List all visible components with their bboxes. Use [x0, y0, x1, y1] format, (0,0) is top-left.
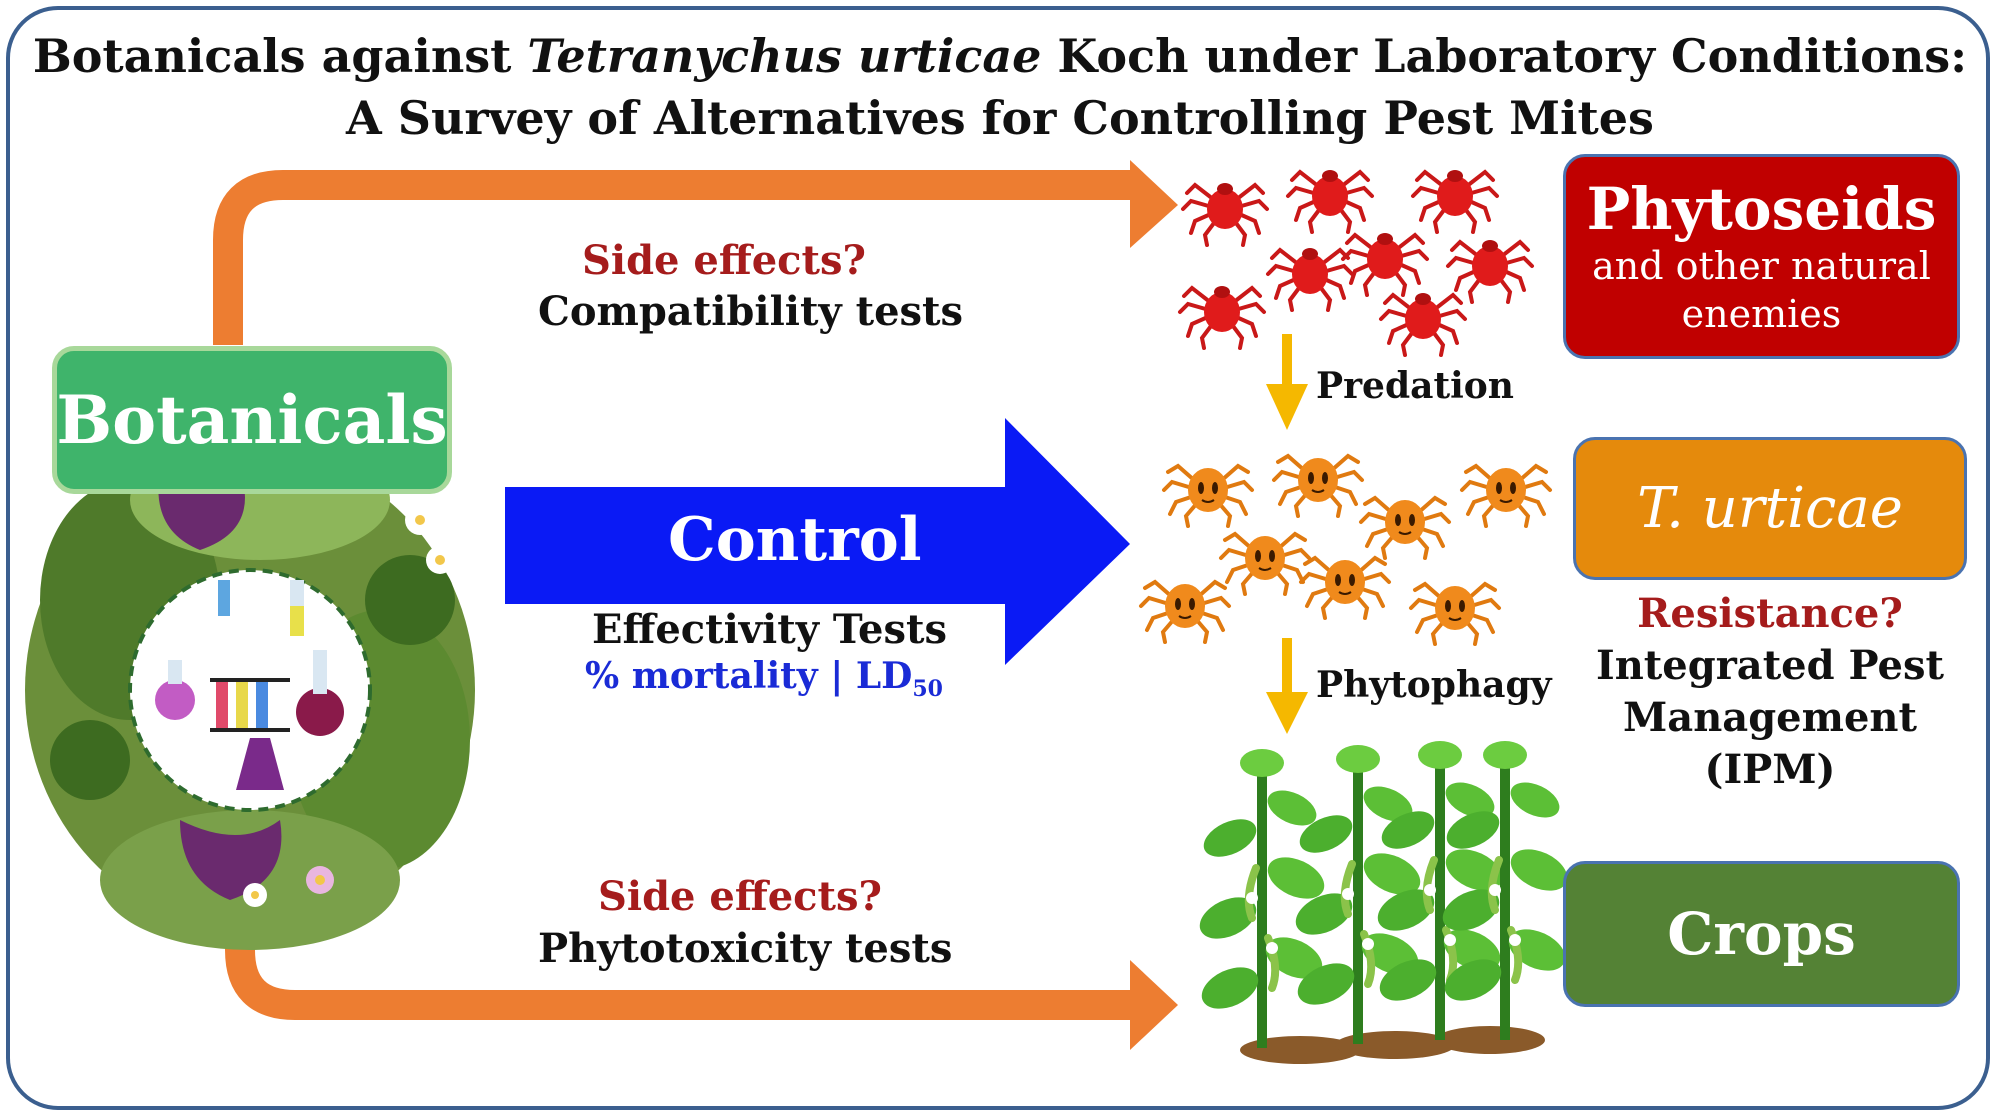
bottom-orange-arrowhead [1130, 960, 1178, 1050]
control-label: Control [668, 505, 922, 575]
ipm-line-2: Management [1623, 694, 1917, 741]
top-side-effects-question: Side effects? [582, 237, 866, 284]
t-urticae-box: T. urticae [1573, 437, 1967, 580]
spider-mites-illustration [1139, 454, 1552, 646]
t-urticae-title: T. urticae [1637, 476, 1903, 541]
control-blue-arrow [505, 418, 1130, 665]
ipm-line-1: Integrated Pest [1596, 642, 1944, 689]
phytophagy-arrow [1266, 638, 1308, 734]
resistance-question: Resistance? [1637, 590, 1903, 637]
phytoseids-box: Phytoseids and other natural enemies [1563, 154, 1960, 359]
predation-label: Predation [1316, 365, 1514, 407]
top-orange-arrowhead [1130, 160, 1178, 248]
phytoseids-subtitle-line-2: enemies [1681, 291, 1842, 336]
compatibility-tests-label: Compatibility tests [538, 288, 964, 335]
title-species-name: Tetranychus urticae [527, 29, 1042, 83]
crops-title: Crops [1667, 900, 1856, 968]
top-orange-arrow [213, 170, 1135, 345]
phytoseids-title: Phytoseids [1586, 174, 1937, 243]
effectivity-tests-label: Effectivity Tests [592, 606, 948, 653]
bottom-orange-arrow [225, 880, 1135, 1020]
phytotoxicity-tests-label: Phytotoxicity tests [538, 925, 953, 972]
bottom-side-effects-question: Side effects? [598, 873, 882, 920]
botanicals-label: Botanicals [56, 381, 448, 459]
title-line-2: A Survey of Alternatives for Controlling… [346, 91, 1654, 145]
crops-box: Crops [1563, 861, 1960, 1007]
botanicals-box: Botanicals [52, 346, 452, 494]
title-line-1: Botanicals against Tetranychus urticae K… [32, 29, 1968, 83]
crop-plants-illustration [1193, 741, 1574, 1064]
predation-arrow [1266, 334, 1308, 430]
ipm-line-3: (IPM) [1704, 746, 1836, 793]
mortality-ld50-label: % mortality | LD50 [585, 655, 943, 703]
botanicals-plants-illustration [25, 440, 475, 950]
phytoseids-subtitle-line-1: and other natural [1592, 243, 1931, 288]
phytoseid-mites-illustration [1178, 168, 1534, 357]
phytophagy-label: Phytophagy [1316, 664, 1552, 706]
